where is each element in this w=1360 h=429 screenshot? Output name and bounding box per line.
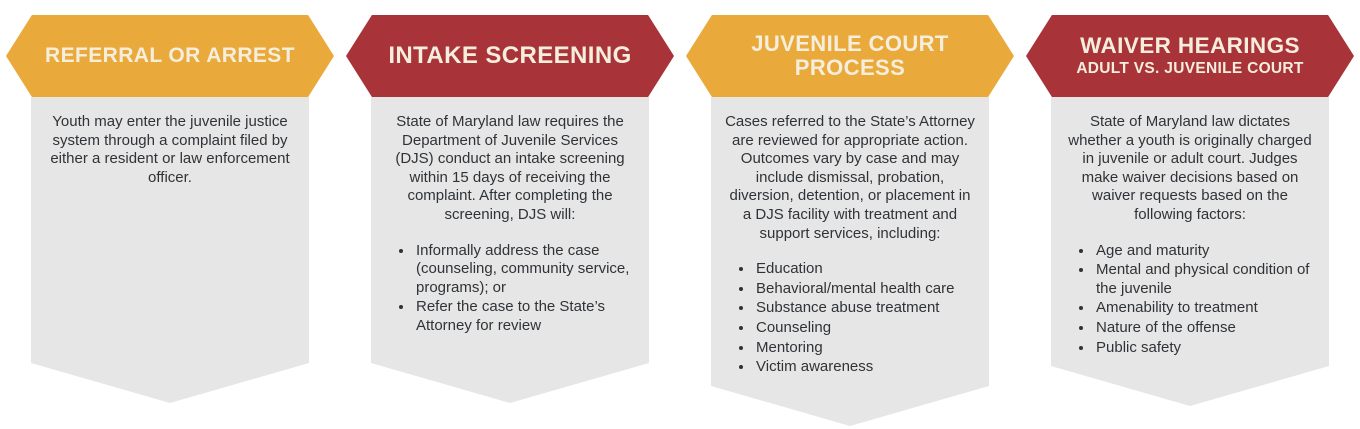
list-item: Mental and physical condition of the juv… <box>1094 261 1316 298</box>
panel-title: REFERRAL OR ARREST <box>45 43 295 67</box>
panel-paragraph: State of Maryland law dictates whether a… <box>1068 113 1312 223</box>
list-item: Behavioral/mental health care <box>754 280 976 299</box>
panel-paragraph: Youth may enter the juvenile justice sys… <box>50 113 290 186</box>
panel-subtitle: ADULT VS. JUVENILE COURT <box>1076 60 1304 78</box>
panel-bullet-list: EducationBehavioral/mental health careSu… <box>724 260 976 377</box>
list-item: Education <box>754 260 976 279</box>
panel-bottom-point <box>711 385 989 426</box>
panel-referral-or-arrest: REFERRAL OR ARREST Youth may enter the j… <box>0 15 340 429</box>
panel-intake-screening: INTAKE SCREENING State of Maryland law r… <box>340 15 680 429</box>
list-item: Informally address the case (counseling,… <box>414 242 636 298</box>
panel-juvenile-court-process: JUVENILE COURT PROCESS Cases referred to… <box>680 15 1020 429</box>
panel-header-intake-screening: INTAKE SCREENING <box>346 15 674 97</box>
panel-body: Cases referred to the State’s Attorney a… <box>711 97 989 386</box>
list-item: Amenability to treatment <box>1094 299 1316 318</box>
panel-body: Youth may enter the juvenile justice sys… <box>31 97 309 363</box>
list-item: Nature of the offense <box>1094 319 1316 338</box>
panel-header-waiver-hearings: WAIVER HEARINGS ADULT VS. JUVENILE COURT <box>1026 15 1354 97</box>
panel-bottom-point <box>371 363 649 403</box>
panel-body: State of Maryland law requires the Depar… <box>371 97 649 363</box>
panel-title: JUVENILE COURT PROCESS <box>751 31 949 80</box>
panel-waiver-hearings: WAIVER HEARINGS ADULT VS. JUVENILE COURT… <box>1020 15 1360 429</box>
list-item: Substance abuse treatment <box>754 299 976 318</box>
list-item: Mentoring <box>754 339 976 358</box>
panel-header-juvenile-court-process: JUVENILE COURT PROCESS <box>686 15 1014 97</box>
panel-bottom-point <box>31 363 309 403</box>
panel-bottom-point <box>1051 366 1329 407</box>
panel-paragraph: State of Maryland law requires the Depar… <box>395 113 625 223</box>
list-item: Victim awareness <box>754 358 976 377</box>
panel-body: State of Maryland law dictates whether a… <box>1051 97 1329 367</box>
panel-bullet-list: Informally address the case (counseling,… <box>384 242 636 336</box>
panel-title: INTAKE SCREENING <box>388 42 632 70</box>
list-item: Refer the case to the State’s Attorney f… <box>414 298 636 335</box>
list-item: Public safety <box>1094 339 1316 358</box>
list-item: Age and maturity <box>1094 242 1316 261</box>
panel-title: WAIVER HEARINGS <box>1080 32 1300 58</box>
panel-paragraph: Cases referred to the State’s Attorney a… <box>725 113 975 242</box>
panel-header-referral-or-arrest: REFERRAL OR ARREST <box>6 15 334 97</box>
panel-bullet-list: Age and maturityMental and physical cond… <box>1064 242 1316 358</box>
list-item: Counseling <box>754 319 976 338</box>
